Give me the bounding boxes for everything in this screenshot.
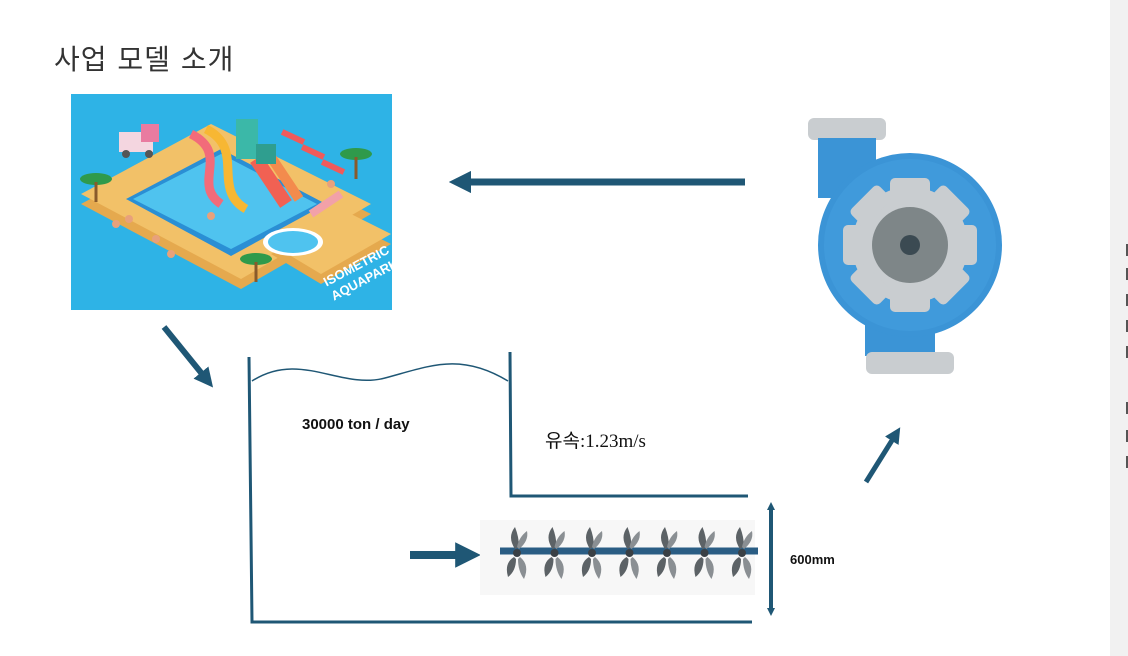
turbine-icon: [694, 527, 715, 579]
turbine-icon: [581, 527, 603, 579]
pump-icon: [808, 118, 1002, 374]
side-scroll-panel: [1110, 0, 1128, 656]
turbine-icon: [656, 527, 678, 579]
turbine-icon: [619, 527, 640, 579]
velocity-label: 유속:1.23m/s: [545, 431, 646, 452]
depth-label: 600mm: [790, 552, 835, 567]
aquapark-illustration: ISOMETRIC AQUAPARK: [71, 94, 392, 310]
page-title: 사업 모델 소개: [54, 43, 235, 76]
inflow-arrow: [161, 325, 214, 388]
outflow-arrow: [863, 427, 901, 484]
turbine-icon: [544, 527, 565, 579]
flow-rate-label: 30000 ton / day: [302, 416, 410, 433]
turbine-icon: [731, 527, 753, 579]
channel-step: [508, 351, 748, 498]
turbine-icon: [506, 527, 528, 579]
channel-wall: [247, 356, 752, 624]
turbine-group: [506, 527, 753, 579]
water-surface: [251, 363, 509, 382]
